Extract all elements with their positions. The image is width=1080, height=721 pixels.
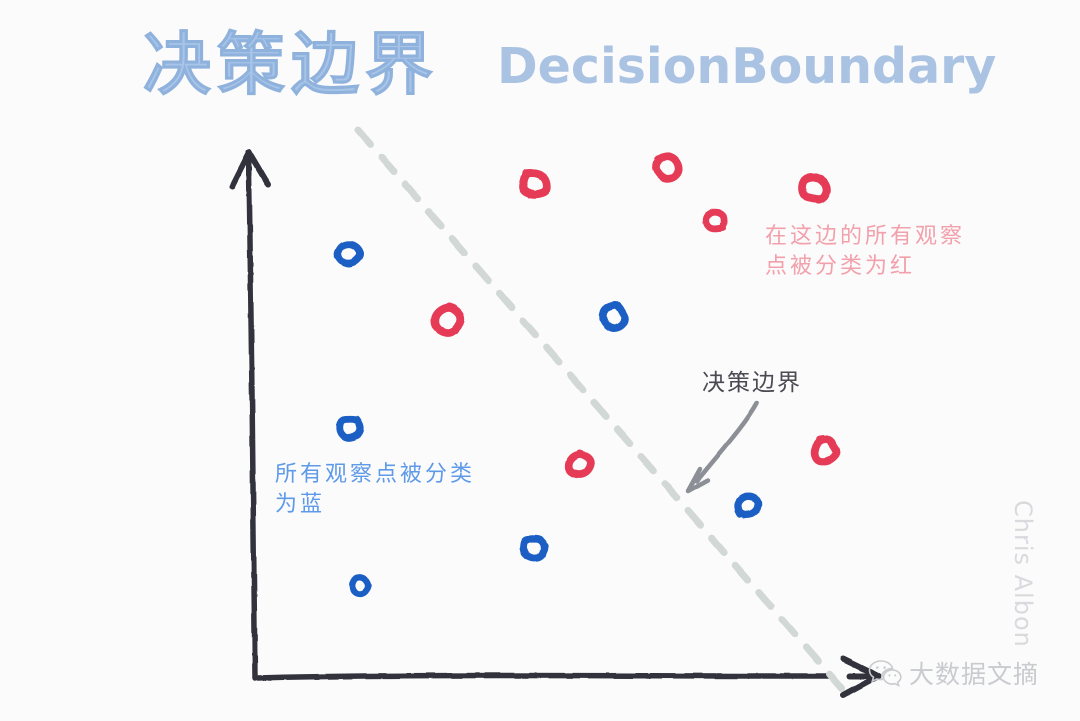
data-point xyxy=(518,168,551,199)
data-point xyxy=(652,152,683,183)
data-points-layer xyxy=(333,152,841,598)
decision-boundary-label: 决策边界 xyxy=(702,370,802,396)
data-point xyxy=(810,435,841,466)
data-point xyxy=(734,493,762,519)
data-point xyxy=(798,172,831,204)
wechat-icon xyxy=(868,660,902,687)
data-point xyxy=(564,449,595,479)
data-point xyxy=(519,535,549,562)
data-point xyxy=(335,415,365,442)
watermark-text: 大数据文摘 xyxy=(909,660,1040,689)
wechat-watermark: 大数据文摘 xyxy=(868,655,1039,691)
data-point xyxy=(349,574,372,598)
data-point xyxy=(598,301,629,332)
red-region-annotation: 在这边的所有观察 点被分类为红 xyxy=(765,224,966,279)
data-point xyxy=(702,208,728,233)
page-title-chinese: 决策边界 xyxy=(142,26,440,106)
blue-region-annotation: 所有观察点被分类 为蓝 xyxy=(275,462,476,517)
data-point xyxy=(333,240,364,268)
decision-boundary-line xyxy=(354,126,849,696)
boundary-pointer-arrow xyxy=(685,400,760,494)
y-axis xyxy=(229,149,271,681)
author-signature: Chris Albon xyxy=(1009,500,1037,648)
x-axis xyxy=(255,656,881,698)
page-title-english: DecisionBoundary xyxy=(497,38,997,95)
data-point xyxy=(431,302,465,337)
